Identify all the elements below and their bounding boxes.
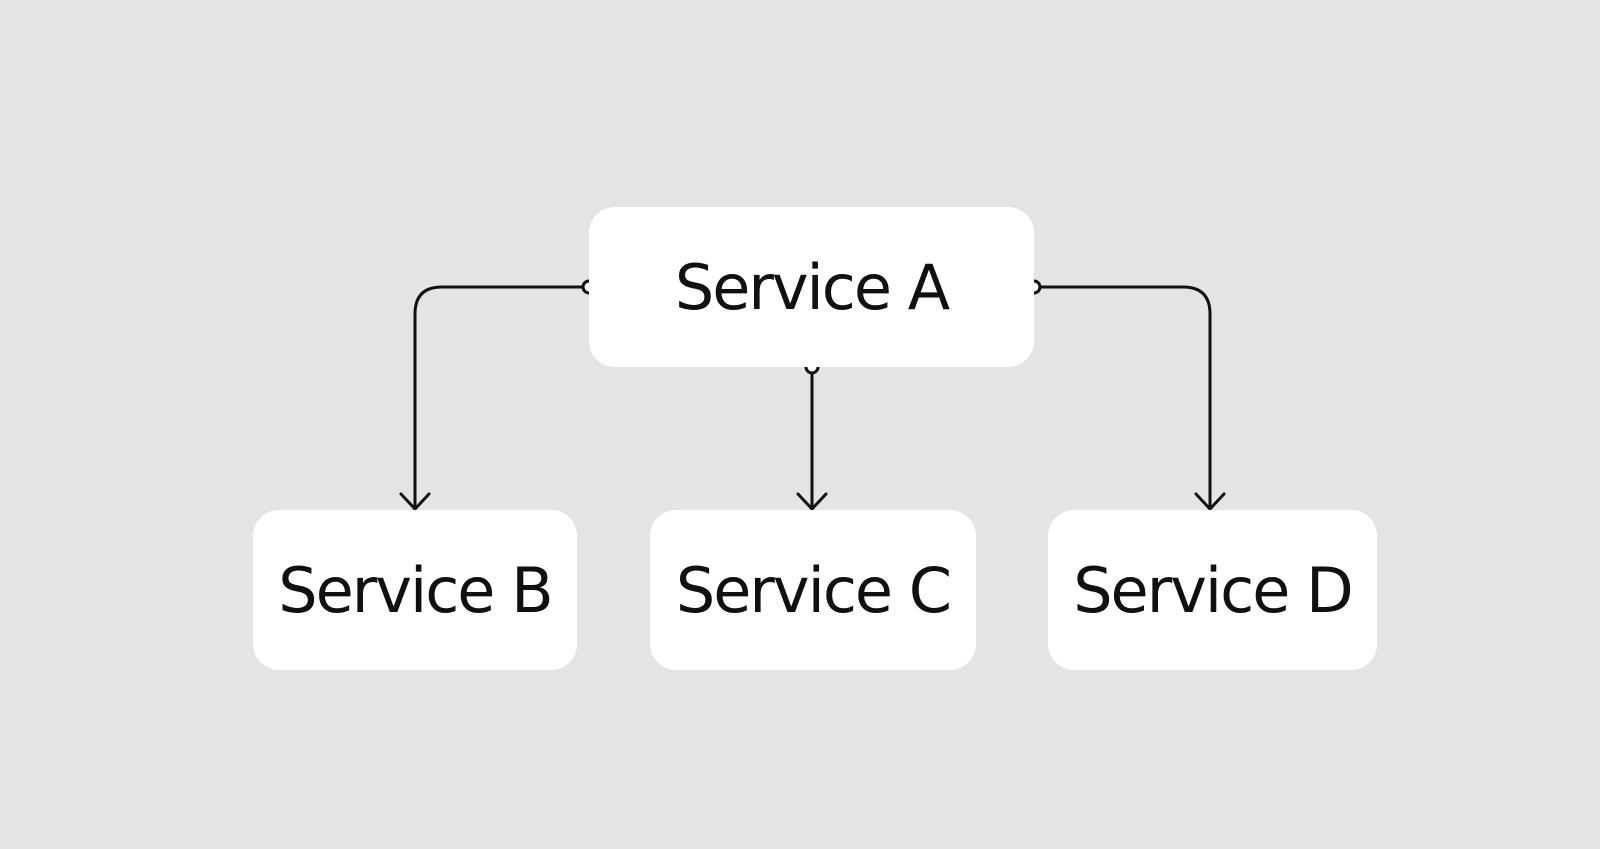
service-d-node[interactable]: Service D (1048, 510, 1377, 670)
edge-a-to-b (399, 279, 597, 511)
service-b-node[interactable]: Service B (253, 510, 577, 670)
edge-a-to-d (1026, 279, 1226, 511)
edge-a-to-d-line (1040, 285, 1212, 508)
service-d-label: Service D (1073, 553, 1354, 627)
edge-a-to-b-line (413, 285, 583, 508)
service-a-label: Service A (674, 250, 950, 324)
edge-a-to-b-arrowhead (399, 492, 431, 511)
service-b-label: Service B (278, 553, 553, 627)
service-c-node[interactable]: Service C (650, 510, 976, 670)
service-c-label: Service C (675, 553, 952, 627)
edge-a-to-c-arrowhead (796, 492, 828, 511)
edge-a-to-d-arrowhead (1194, 492, 1226, 511)
edge-a-to-c (796, 359, 828, 511)
service-a-node[interactable]: Service A (589, 207, 1034, 367)
